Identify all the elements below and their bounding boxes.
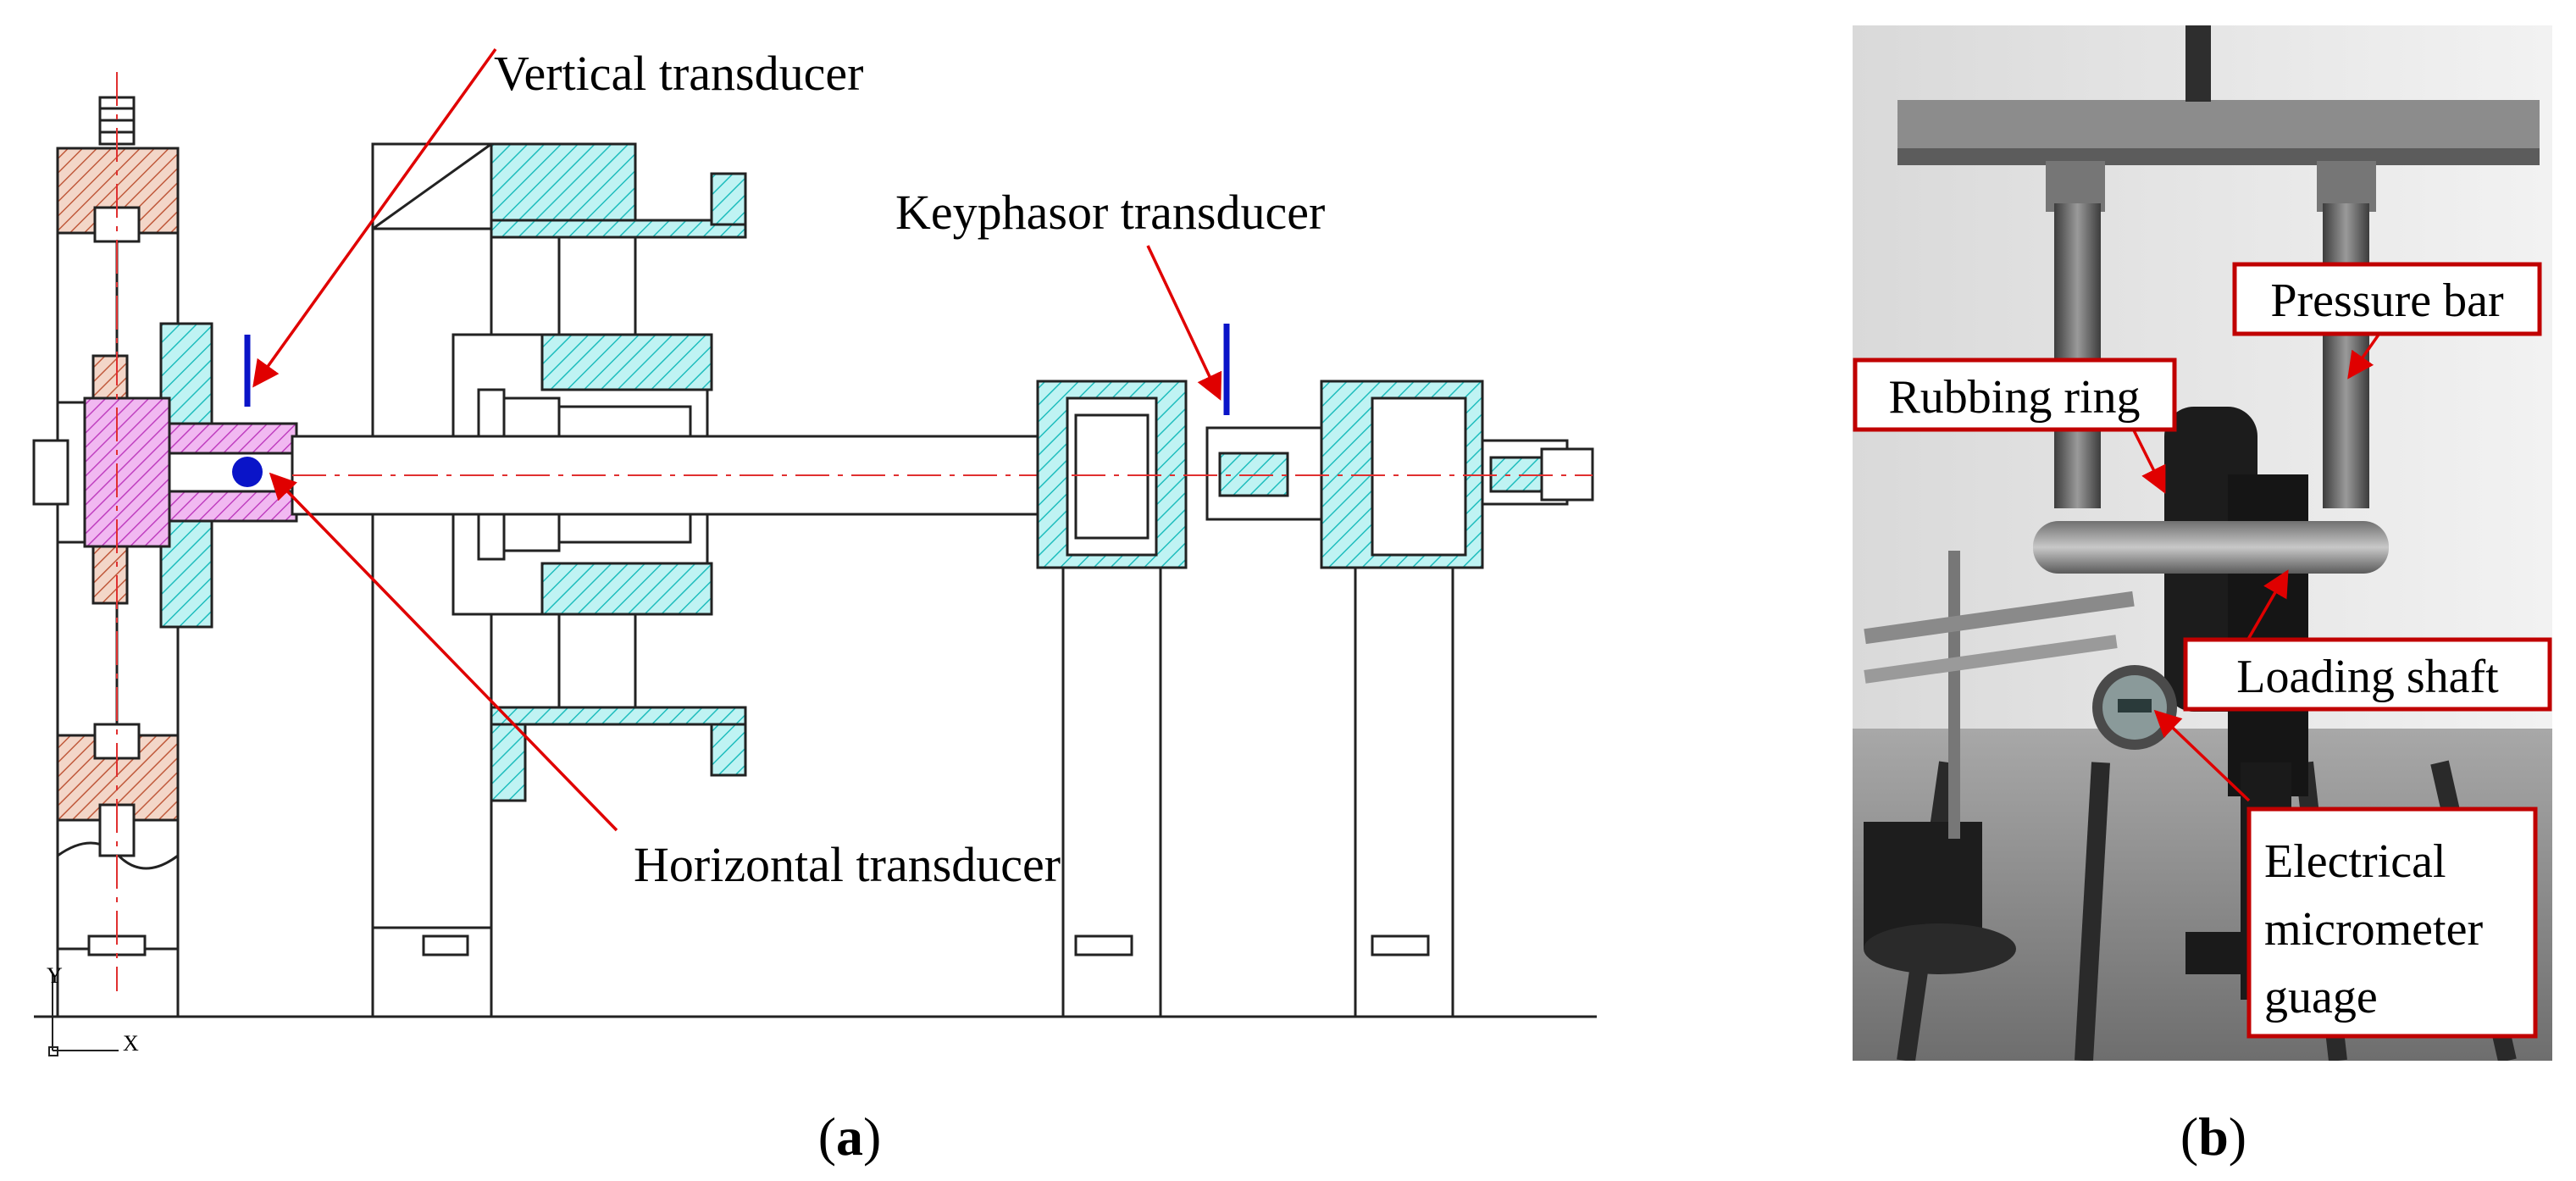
ucs-icon xyxy=(48,974,119,1056)
ucs-y-label: Y xyxy=(47,963,63,988)
bearing-block-2 xyxy=(1320,380,1594,1018)
svg-text:Loading shaft: Loading shaft xyxy=(2236,651,2499,703)
label-box-rubbing-ring: Rubbing ring xyxy=(1853,358,2177,432)
svg-text:Rubbing ring: Rubbing ring xyxy=(1888,371,2140,424)
label-box-pressure-bar: Pressure bar xyxy=(2232,262,2542,336)
svg-text:Pressure bar: Pressure bar xyxy=(2270,274,2504,327)
center-lines xyxy=(116,72,1593,991)
svg-text:guage: guage xyxy=(2264,971,2378,1023)
horizontal-transducer-mark xyxy=(232,457,263,487)
caption-a: (a) xyxy=(818,1106,882,1167)
label-box-loading-shaft: Loading shaft xyxy=(2183,637,2552,712)
svg-text:micrometer: micrometer xyxy=(2264,903,2483,956)
panel-a-drawing xyxy=(32,72,1597,1056)
caption-b: (b) xyxy=(2180,1106,2246,1167)
label-keyphasor-transducer: Keyphasor transducer xyxy=(895,185,1325,240)
bearing-housing-mid xyxy=(451,333,713,616)
label-vertical-transducer: Vertical transducer xyxy=(494,46,863,101)
rotor-disc xyxy=(32,322,298,629)
bearing-block-1 xyxy=(1036,380,1188,1018)
label-box-micrometer: Electrical micrometer guage xyxy=(2246,807,2538,1039)
annotation-arrows-a xyxy=(252,47,1222,832)
middle-frame xyxy=(371,142,747,1018)
ucs-x-label: X xyxy=(123,1031,139,1056)
svg-text:Electrical: Electrical xyxy=(2264,835,2446,888)
label-horizontal-transducer: Horizontal transducer xyxy=(634,837,1061,892)
